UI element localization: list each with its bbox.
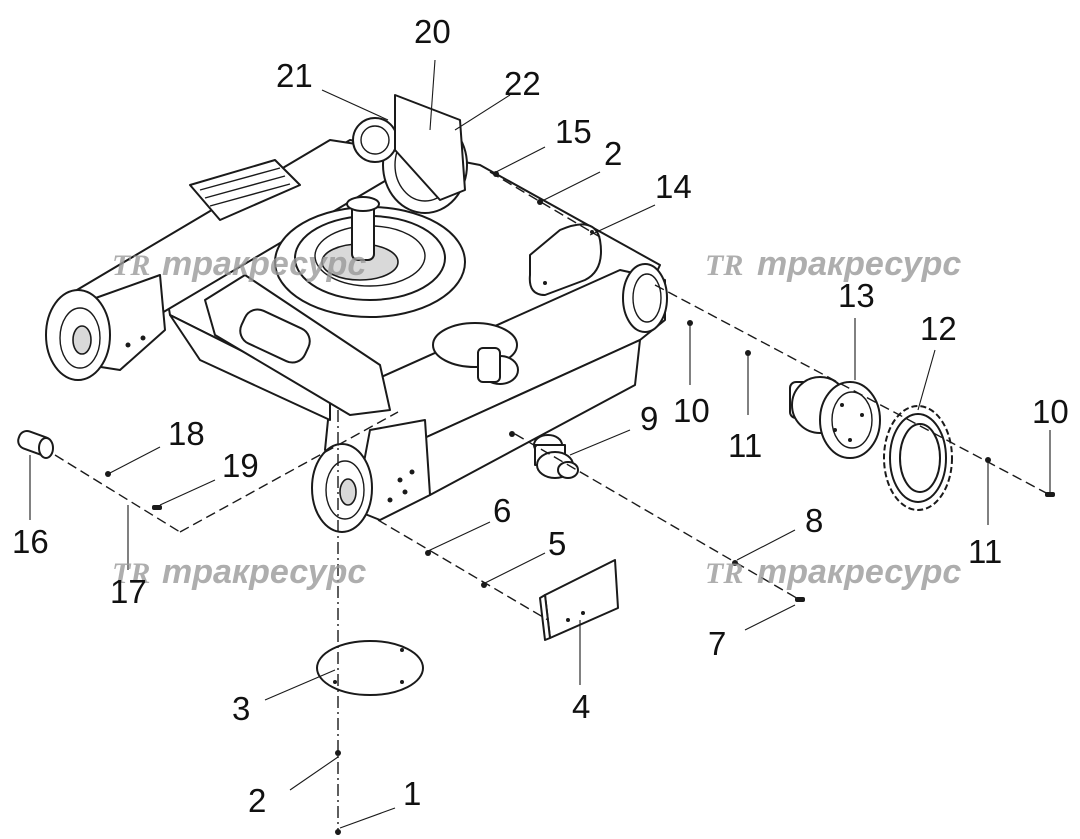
callout-4: 4 bbox=[572, 688, 590, 725]
watermark-text: тракресурс bbox=[162, 245, 366, 283]
pin bbox=[17, 429, 54, 459]
callout-17: 17 bbox=[110, 573, 147, 610]
callout-21: 21 bbox=[276, 57, 313, 94]
callout-11-right: 11 bbox=[968, 533, 1002, 570]
callout-19: 19 bbox=[222, 447, 259, 484]
watermark-top-left: TR тракресурс bbox=[112, 245, 366, 283]
callout-22: 22 bbox=[504, 65, 541, 102]
travel-motor bbox=[789, 376, 881, 459]
callout-8: 8 bbox=[805, 502, 823, 539]
small-hardware bbox=[105, 171, 1055, 835]
watermark-logo: TR bbox=[112, 249, 150, 282]
callout-14: 14 bbox=[655, 168, 692, 205]
watermark-logo: TR bbox=[112, 557, 150, 590]
callout-18: 18 bbox=[168, 415, 205, 452]
rear-drive-sprocket-assembly bbox=[352, 94, 468, 214]
motor-mount-ring bbox=[622, 263, 668, 333]
callout-1: 1 bbox=[403, 775, 421, 812]
callout-2-bottom: 2 bbox=[248, 782, 266, 819]
watermark-logo: TR bbox=[705, 557, 743, 590]
undercarriage-frame bbox=[54, 139, 666, 521]
callout-16: 16 bbox=[12, 523, 49, 560]
assembly-axis-lines bbox=[54, 171, 1051, 835]
callout-6: 6 bbox=[493, 492, 511, 529]
callout-7: 7 bbox=[708, 625, 726, 662]
watermark-logo: TR bbox=[705, 249, 743, 282]
watermark-top-right: TR тракресурс bbox=[705, 245, 961, 283]
callout-leaders bbox=[29, 59, 1051, 829]
callout-15: 15 bbox=[555, 113, 592, 150]
idler-wheel-rear bbox=[45, 289, 111, 381]
callout-labels: 1 2 2 3 4 5 6 7 8 9 10 10 11 11 12 13 14… bbox=[12, 13, 1069, 819]
callout-12: 12 bbox=[920, 310, 957, 347]
callout-3: 3 bbox=[232, 690, 250, 727]
drive-sprocket bbox=[883, 405, 953, 511]
watermark-text: тракресурс bbox=[162, 553, 366, 591]
carrier-roller bbox=[533, 434, 579, 479]
callout-10-right: 10 bbox=[1032, 393, 1069, 430]
idler-wheel-front bbox=[311, 443, 373, 533]
callout-13: 13 bbox=[838, 277, 875, 314]
watermark-text: тракресурс bbox=[757, 245, 961, 283]
callout-5: 5 bbox=[548, 525, 566, 562]
callout-11-left: 11 bbox=[728, 427, 762, 464]
guard-plate bbox=[539, 559, 619, 641]
callout-10-left: 10 bbox=[673, 392, 710, 429]
callout-2-top: 2 bbox=[604, 135, 622, 172]
callout-9: 9 bbox=[640, 400, 658, 437]
watermark-bottom-left: TR тракресурс bbox=[112, 553, 366, 591]
watermark-bottom-right: TR тракресурс bbox=[705, 553, 961, 591]
watermark-text: тракресурс bbox=[757, 553, 961, 591]
round-cover bbox=[316, 640, 424, 696]
callout-20: 20 bbox=[414, 13, 451, 50]
cover-plate bbox=[528, 223, 602, 296]
